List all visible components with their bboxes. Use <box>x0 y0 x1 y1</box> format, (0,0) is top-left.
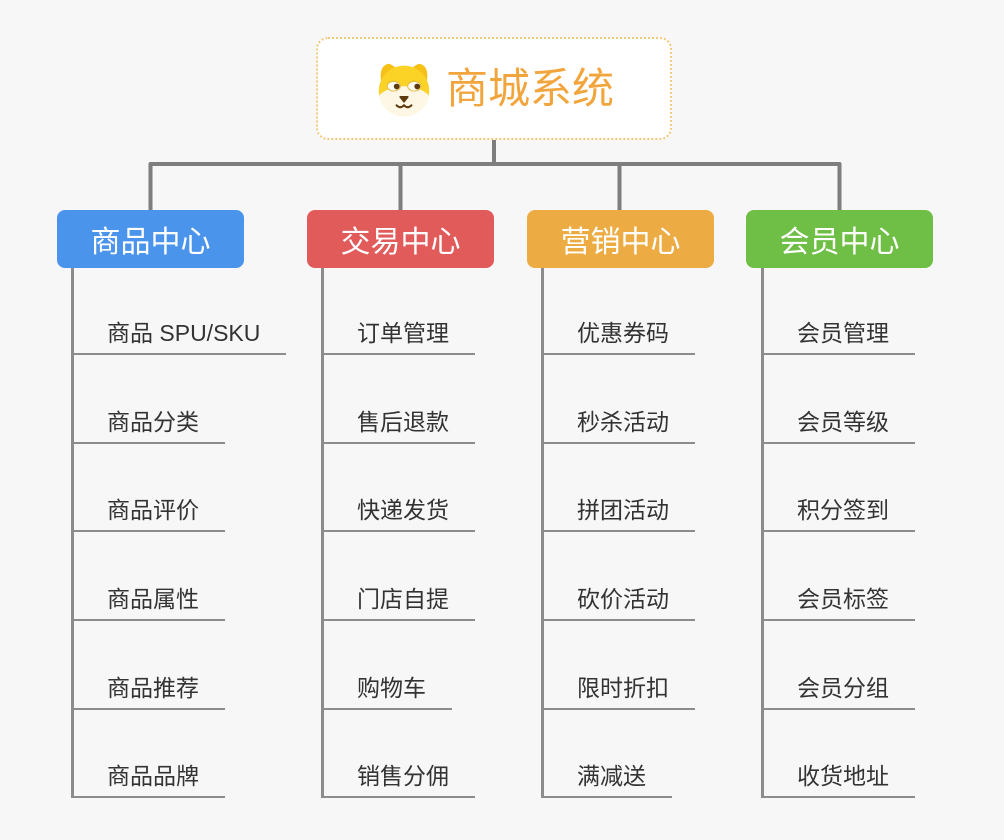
leaf-node[interactable]: 售后退款 <box>322 409 475 444</box>
leaf-node[interactable]: 积分签到 <box>762 497 915 532</box>
leaf-node[interactable]: 砍价活动 <box>542 586 695 621</box>
leaf-node[interactable]: 优惠券码 <box>542 320 695 355</box>
leaf-node[interactable]: 商品品牌 <box>72 763 225 798</box>
leaf-node[interactable]: 商品分类 <box>72 409 225 444</box>
leaf-node[interactable]: 门店自提 <box>322 586 475 621</box>
branch-trunk-line <box>321 266 324 798</box>
leaf-node[interactable]: 会员等级 <box>762 409 915 444</box>
leaf-node[interactable]: 商品属性 <box>72 586 225 621</box>
branch-trunk-line <box>71 266 74 798</box>
leaf-node[interactable]: 拼团活动 <box>542 497 695 532</box>
leaf-node[interactable]: 商品评价 <box>72 497 225 532</box>
branch-trunk-line <box>541 266 544 798</box>
leaf-node[interactable]: 会员分组 <box>762 675 915 710</box>
leaf-node[interactable]: 订单管理 <box>322 320 475 355</box>
leaf-node[interactable]: 会员管理 <box>762 320 915 355</box>
leaf-node[interactable]: 购物车 <box>322 675 452 710</box>
connector-path <box>148 139 842 210</box>
leaf-node[interactable]: 销售分佣 <box>322 763 475 798</box>
leaf-node[interactable]: 商品 SPU/SKU <box>72 320 287 355</box>
leaf-node[interactable]: 商品推荐 <box>72 675 225 710</box>
leaf-node[interactable]: 限时折扣 <box>542 675 695 710</box>
root-node[interactable]: 商城系统 <box>316 37 672 140</box>
branch-node-product-center[interactable]: 商品中心 <box>57 210 244 268</box>
root-label: 商城系统 <box>445 64 614 112</box>
dog-face-icon <box>374 61 434 117</box>
branch-node-trade-center[interactable]: 交易中心 <box>307 210 494 268</box>
leaf-node[interactable]: 秒杀活动 <box>542 409 695 444</box>
leaf-node[interactable]: 会员标签 <box>762 586 915 621</box>
branch-node-member-center[interactable]: 会员中心 <box>746 210 933 268</box>
leaf-node[interactable]: 快递发货 <box>322 497 475 532</box>
branch-node-marketing-center[interactable]: 营销中心 <box>527 210 714 268</box>
leaf-node[interactable]: 满减送 <box>542 763 672 798</box>
branch-trunk-line <box>761 266 764 798</box>
leaf-node[interactable]: 收货地址 <box>762 763 915 798</box>
